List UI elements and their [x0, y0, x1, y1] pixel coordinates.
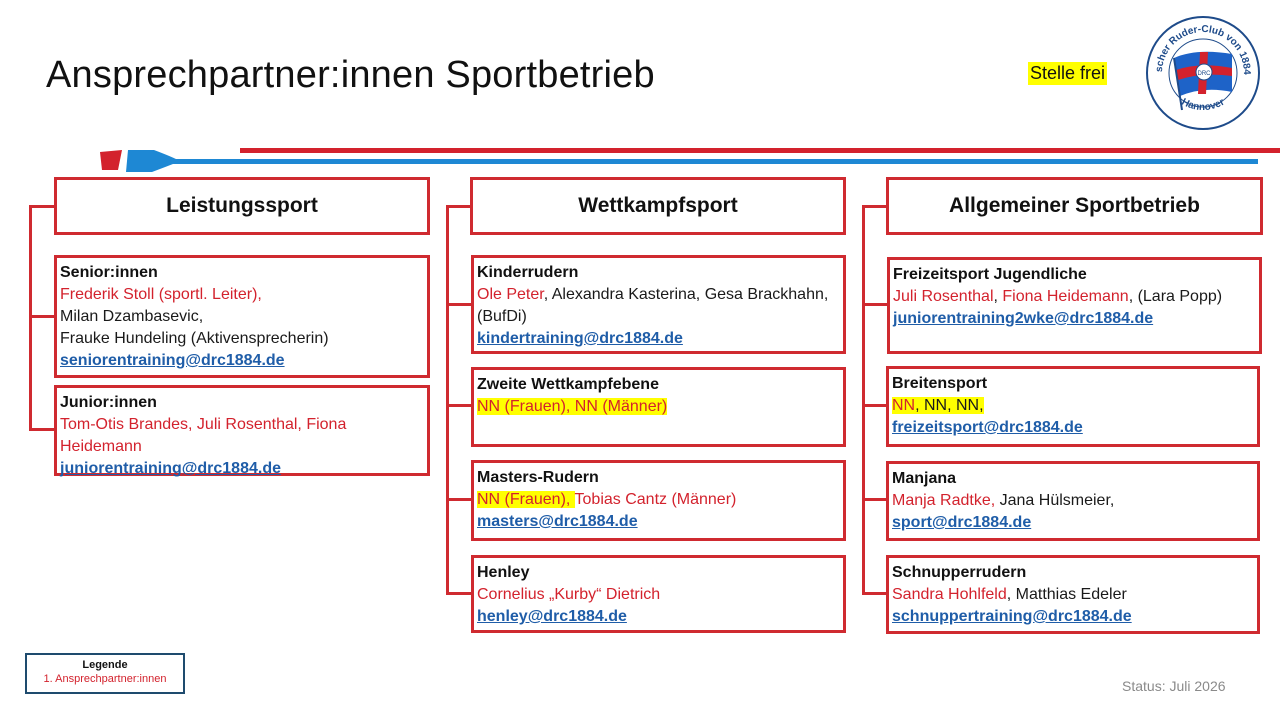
contact-name: , — [993, 288, 1003, 305]
svg-text:DRC: DRC — [1198, 71, 1212, 77]
contact-line: Milan Dzambasevic, — [60, 306, 424, 328]
box-title: Manjana — [892, 470, 957, 487]
connector-line — [862, 404, 888, 407]
contact-name: Milan Dzambasevic, — [60, 308, 204, 325]
column-header-leistungssport: Leistungssport — [54, 177, 430, 235]
connector-line — [446, 205, 449, 595]
primary-contact-name: Cornelius „Kurby“ Dietrich — [477, 586, 661, 603]
status-text: Status: Juli 2026 — [1122, 678, 1226, 694]
box-title: Junior:innen — [60, 394, 157, 411]
primary-contact-name: Manja Radtke, — [892, 492, 996, 509]
svg-text:Hannover: Hannover — [1180, 97, 1227, 113]
email-link[interactable]: schnuppertraining@drc1884.de — [892, 608, 1132, 625]
contact-line: Frauke Hundeling (Aktivenspre­cherin) — [60, 328, 424, 350]
email-link[interactable]: freizeitsport@drc1884.de — [892, 419, 1083, 436]
contact-name: Frauke Hundeling (Aktivenspre­cherin) — [60, 330, 329, 347]
connector-line — [446, 303, 472, 306]
box-title: Kinderrudern — [477, 264, 579, 281]
email-link[interactable]: henley@drc1884.de — [477, 608, 627, 625]
club-logo: DRC Deutscher Ruder-Club von 1884 e.V. H… — [1140, 6, 1262, 132]
contact-box-zweite-wettkampfebene: Zweite Wettkampfebene NN (Frauen), NN (Mä… — [471, 367, 846, 447]
primary-contact-name: Fiona Heidemann — [1002, 288, 1129, 305]
contact-line: (BufDi) — [477, 306, 840, 328]
connector-line — [446, 205, 472, 208]
email-link[interactable]: seniorentraining@drc1884.de — [60, 352, 285, 369]
connector-line — [29, 315, 55, 318]
legend: Legende 1. Ansprechpartner:innen — [25, 653, 185, 694]
stelle-frei-label: Stelle frei — [1028, 62, 1108, 85]
primary-contact-name: Ole Peter — [477, 286, 544, 303]
legend-title: Legende — [82, 659, 128, 671]
connector-line — [862, 205, 888, 208]
oar-icon — [100, 150, 288, 172]
primary-contact-name: Frederik Stoll (sportl. Leiter), — [60, 286, 262, 303]
contact-line: Heidemann — [60, 436, 424, 458]
box-title: Freizeitsport Jugendliche — [893, 266, 1087, 283]
connector-line — [862, 592, 888, 595]
primary-contact-name: Heidemann — [60, 438, 142, 455]
contact-line: Cornelius „Kurby“ Dietrich — [477, 584, 840, 606]
primary-contact-name: Juli Rosenthal — [893, 288, 994, 305]
contact-line: NN, NN, NN, — [892, 395, 1254, 417]
box-title: Schnupperrudern — [892, 564, 1027, 581]
contact-line: Ole Peter, Alexandra Kasterina, Gesa Bra… — [477, 284, 840, 306]
contact-line: NN (Frauen), Tobias Cantz (Männer) — [477, 489, 840, 511]
decor-blue-line — [160, 159, 1258, 164]
contact-name: , (Lara Popp) — [1128, 288, 1223, 305]
connector-line — [862, 205, 865, 595]
email-link[interactable]: kindertraining@drc1884.de — [477, 330, 683, 347]
email-link[interactable]: juniorentraining2wke@drc1884.de — [893, 310, 1154, 327]
contact-name: , NN, NN, — [915, 397, 984, 414]
contact-line: NN (Frauen), NN (Männer) — [477, 396, 840, 418]
legend-item: 1. Ansprechpartner:innen — [43, 673, 167, 685]
contact-line: Manja Radtke, Jana Hülsmeier, — [892, 490, 1254, 512]
connector-line — [29, 205, 55, 208]
contact-name: , Matthias Edeler — [1006, 586, 1127, 603]
primary-contact-name: NN (Frauen), — [477, 491, 575, 508]
connector-line — [446, 592, 472, 595]
connector-line — [29, 428, 55, 431]
box-title: Breitensport — [892, 375, 988, 392]
contact-name: Jana Hülsmeier, — [995, 492, 1115, 509]
contact-line: Frederik Stoll (sportl. Leiter), — [60, 284, 424, 306]
connector-line — [446, 498, 472, 501]
box-title: Masters-Rudern — [477, 469, 599, 486]
decor-red-line — [240, 148, 1280, 153]
contact-name: (BufDi) — [477, 308, 527, 325]
contact-line: Tom-Otis Brandes, Juli Rosenthal, Fiona — [60, 414, 424, 436]
box-title: Senior:innen — [60, 264, 158, 281]
primary-contact-name: NN — [892, 397, 916, 414]
connector-line — [862, 303, 888, 306]
contact-line: Sandra Hohlfeld, Matthias Edeler — [892, 584, 1254, 606]
page-title: Ansprechpartner:innen Sportbetrieb — [46, 54, 655, 96]
primary-contact-name: Tom-Otis Brandes, Juli Rosenthal, Fiona — [60, 416, 347, 433]
column-header-wettkampfsport: Wettkampfsport — [470, 177, 846, 235]
box-title: Zweite Wettkampfebene — [477, 376, 659, 393]
email-link[interactable]: sport@drc1884.de — [892, 514, 1032, 531]
primary-contact-name: Tobias Cantz (Männer) — [574, 491, 737, 508]
box-title: Henley — [477, 564, 530, 581]
primary-contact-name: NN (Frauen), NN (Männer) — [477, 398, 668, 415]
contact-name: , Alexandra Kasterina, Gesa Brackhahn, — [543, 286, 829, 303]
column-header-allgemeiner-sportbetrieb: Allgemeiner Sportbetrieb — [886, 177, 1263, 235]
email-link[interactable]: masters@drc1884.de — [477, 513, 638, 530]
primary-contact-name: Sandra Hohlfeld — [892, 586, 1007, 603]
flag-icon: DRC — [1173, 51, 1232, 111]
contact-box-masters: Masters-Rudern NN (Frauen), Tobias Cantz … — [471, 460, 846, 541]
connector-line — [446, 404, 472, 407]
contact-line: Juli Rosenthal, Fiona Heidemann, (Lara P… — [893, 286, 1256, 308]
email-link[interactable]: juniorentraining@drc1884.de — [60, 460, 281, 477]
connector-line — [862, 498, 888, 501]
